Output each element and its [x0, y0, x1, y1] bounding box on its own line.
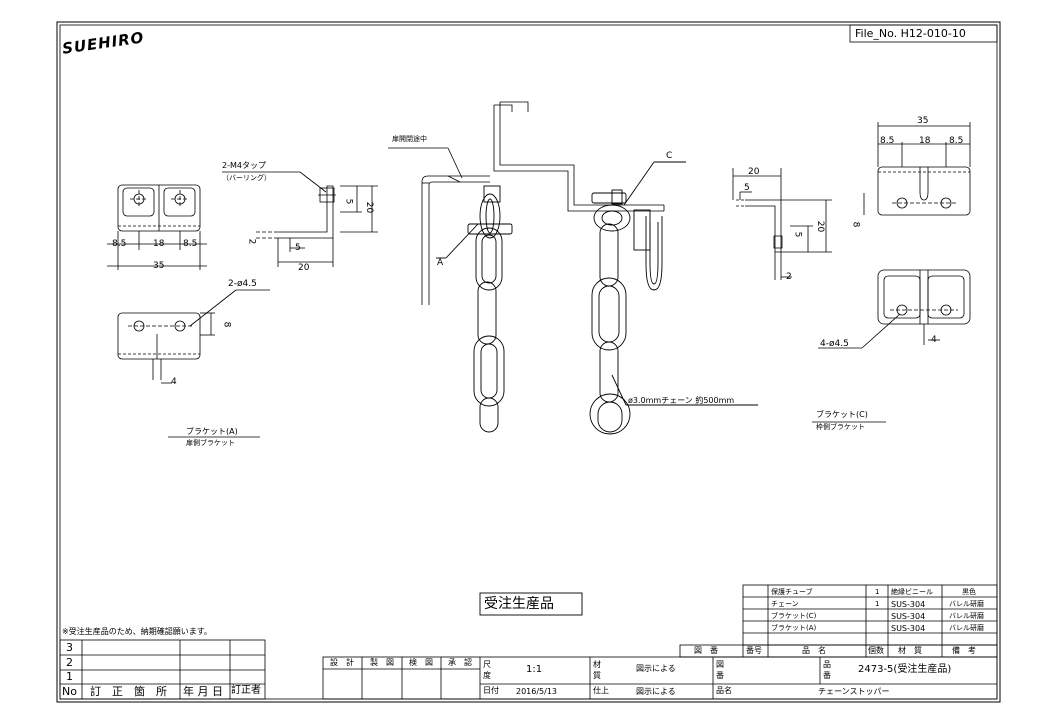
dim-18-c: 18	[919, 136, 931, 146]
header-bango: 番号	[746, 646, 762, 655]
part-qty-2: 1	[875, 600, 880, 608]
dim-20-c-vertical: 20	[815, 220, 826, 233]
footnote: ※受注生産品のため、納期確認願います。	[62, 627, 212, 636]
dim-5-c: 5	[744, 183, 750, 193]
tb-hinban-label: 品番	[823, 660, 831, 680]
tb-hinmei: チェーンストッパー	[818, 687, 890, 696]
part-material-1: 絶縁ビニール	[891, 588, 933, 596]
chain-right	[589, 161, 758, 435]
tb-hinmei-label: 品名	[716, 686, 732, 695]
tb-zuban-label: 図番	[716, 660, 724, 680]
dim-5-c-vertical: 5	[792, 231, 803, 238]
part-name-2: チェーン	[771, 600, 799, 608]
part-name-1: 保護チューブ	[771, 588, 813, 596]
dim-35-c: 35	[917, 116, 929, 126]
tb-date-label: 日付	[483, 686, 499, 695]
part-qty-1: 1	[875, 588, 880, 596]
title-block-grid	[322, 656, 998, 700]
bracket-c-side-view	[732, 168, 832, 280]
dim-8-5-b: 8.5	[183, 239, 198, 249]
bracket-a-side-view	[222, 171, 378, 267]
part-material-2: SUS-304	[891, 600, 926, 609]
dim-4-c: 4	[931, 335, 937, 345]
bracket-a-front-view	[107, 184, 207, 270]
dim-2-c: 2	[786, 272, 792, 282]
header-kosu: 個数	[868, 646, 884, 655]
header-hinmei: 品 名	[802, 646, 826, 655]
made-to-order-stamp: 受注生産品	[484, 596, 554, 612]
dim-8-5-c-b: 8.5	[949, 136, 964, 146]
burring-note: （バーリング）	[222, 174, 271, 182]
label-a: A	[437, 258, 444, 268]
part-note-2: バレル研磨	[949, 600, 984, 608]
bracket-a-subcaption: 扉側ブラケット	[186, 439, 235, 447]
part-note-3: バレル研磨	[949, 612, 984, 620]
dim-2: 2	[246, 238, 257, 245]
tb-hinban: 2473-5(受注生産品)	[858, 664, 952, 675]
revision-grid	[59, 639, 266, 700]
tb-kenzu: 検 図	[409, 658, 433, 667]
dim-8-5-c-a: 8.5	[880, 136, 895, 146]
dim-35: 35	[153, 261, 165, 271]
bracket-a-caption: ブラケット(A)	[186, 427, 238, 436]
hole-note-c: 4-ø4.5	[820, 339, 849, 349]
part-note-1: 黒色	[962, 588, 976, 596]
revision-corrector-header: 訂正者	[231, 685, 261, 696]
bracket-c-subcaption: 枠側ブラケット	[816, 423, 865, 431]
bracket-a-top-view	[117, 289, 270, 384]
dim-20-c: 20	[748, 167, 760, 177]
hole-note-a: 2-ø4.5	[228, 279, 257, 289]
dim-18: 18	[153, 239, 165, 249]
part-name-4: ブラケット(A)	[771, 624, 817, 632]
header-zuban: 図 番	[694, 646, 718, 655]
stamp-box	[479, 592, 583, 616]
chain-note: ø3.0mmチェーン 約500mm	[628, 396, 735, 405]
revision-row-2: 2	[66, 656, 73, 669]
dim-5-vertical: 5	[343, 198, 354, 205]
chain-left	[436, 185, 513, 433]
part-name-3: ブラケット(C)	[771, 612, 817, 620]
dim-8-a: 8	[221, 321, 232, 328]
tb-material: 図示による	[636, 664, 676, 673]
dim-8-c: 8	[850, 221, 861, 228]
part-note-4: バレル研磨	[949, 624, 984, 632]
door-and-frame	[388, 101, 665, 305]
tap-note: 2-M4タップ	[222, 161, 266, 170]
header-biko: 備 考	[952, 646, 976, 655]
file-no-box	[849, 24, 998, 43]
tb-seizu: 製 図	[370, 658, 394, 667]
revision-date-header: 年 月 日	[183, 685, 223, 698]
part-material-3: SUS-304	[891, 612, 926, 621]
part-material-4: SUS-304	[891, 624, 926, 633]
header-zaishitsu: 材 質	[898, 646, 922, 655]
dim-8-5-a: 8.5	[112, 239, 127, 249]
outer-border	[56, 21, 1001, 703]
bracket-c-top-view	[818, 269, 971, 349]
bracket-c-front-view	[863, 122, 971, 216]
tb-scale: 1:1	[526, 664, 543, 675]
tb-shonin: 承 認	[448, 658, 472, 667]
tb-finish: 図示による	[636, 687, 676, 696]
door-opening-label: 扉開閉途中	[392, 135, 427, 143]
label-c: C	[666, 151, 673, 161]
revision-row-3: 3	[66, 641, 73, 654]
dim-20-vertical: 20	[364, 201, 375, 214]
parts-list-grid	[679, 584, 998, 658]
dim-20-horizontal: 20	[298, 263, 310, 273]
tb-scale-label: 尺度	[483, 660, 491, 680]
dim-4-a: 4	[171, 377, 177, 387]
tb-date: 2016/5/13	[516, 687, 558, 696]
tb-material-label: 材質	[593, 660, 601, 680]
revision-no-header: No	[62, 685, 77, 698]
file-number: File_No. H12-010-10	[855, 27, 966, 40]
bracket-c-caption: ブラケット(C)	[816, 410, 868, 419]
revision-location-header: 訂 正 箇 所	[90, 685, 167, 698]
dim-5-horizontal: 5	[295, 243, 301, 253]
tb-finish-label: 仕上	[593, 686, 609, 695]
revision-row-1: 1	[66, 670, 73, 683]
tb-sekkei: 設 計	[330, 658, 354, 667]
